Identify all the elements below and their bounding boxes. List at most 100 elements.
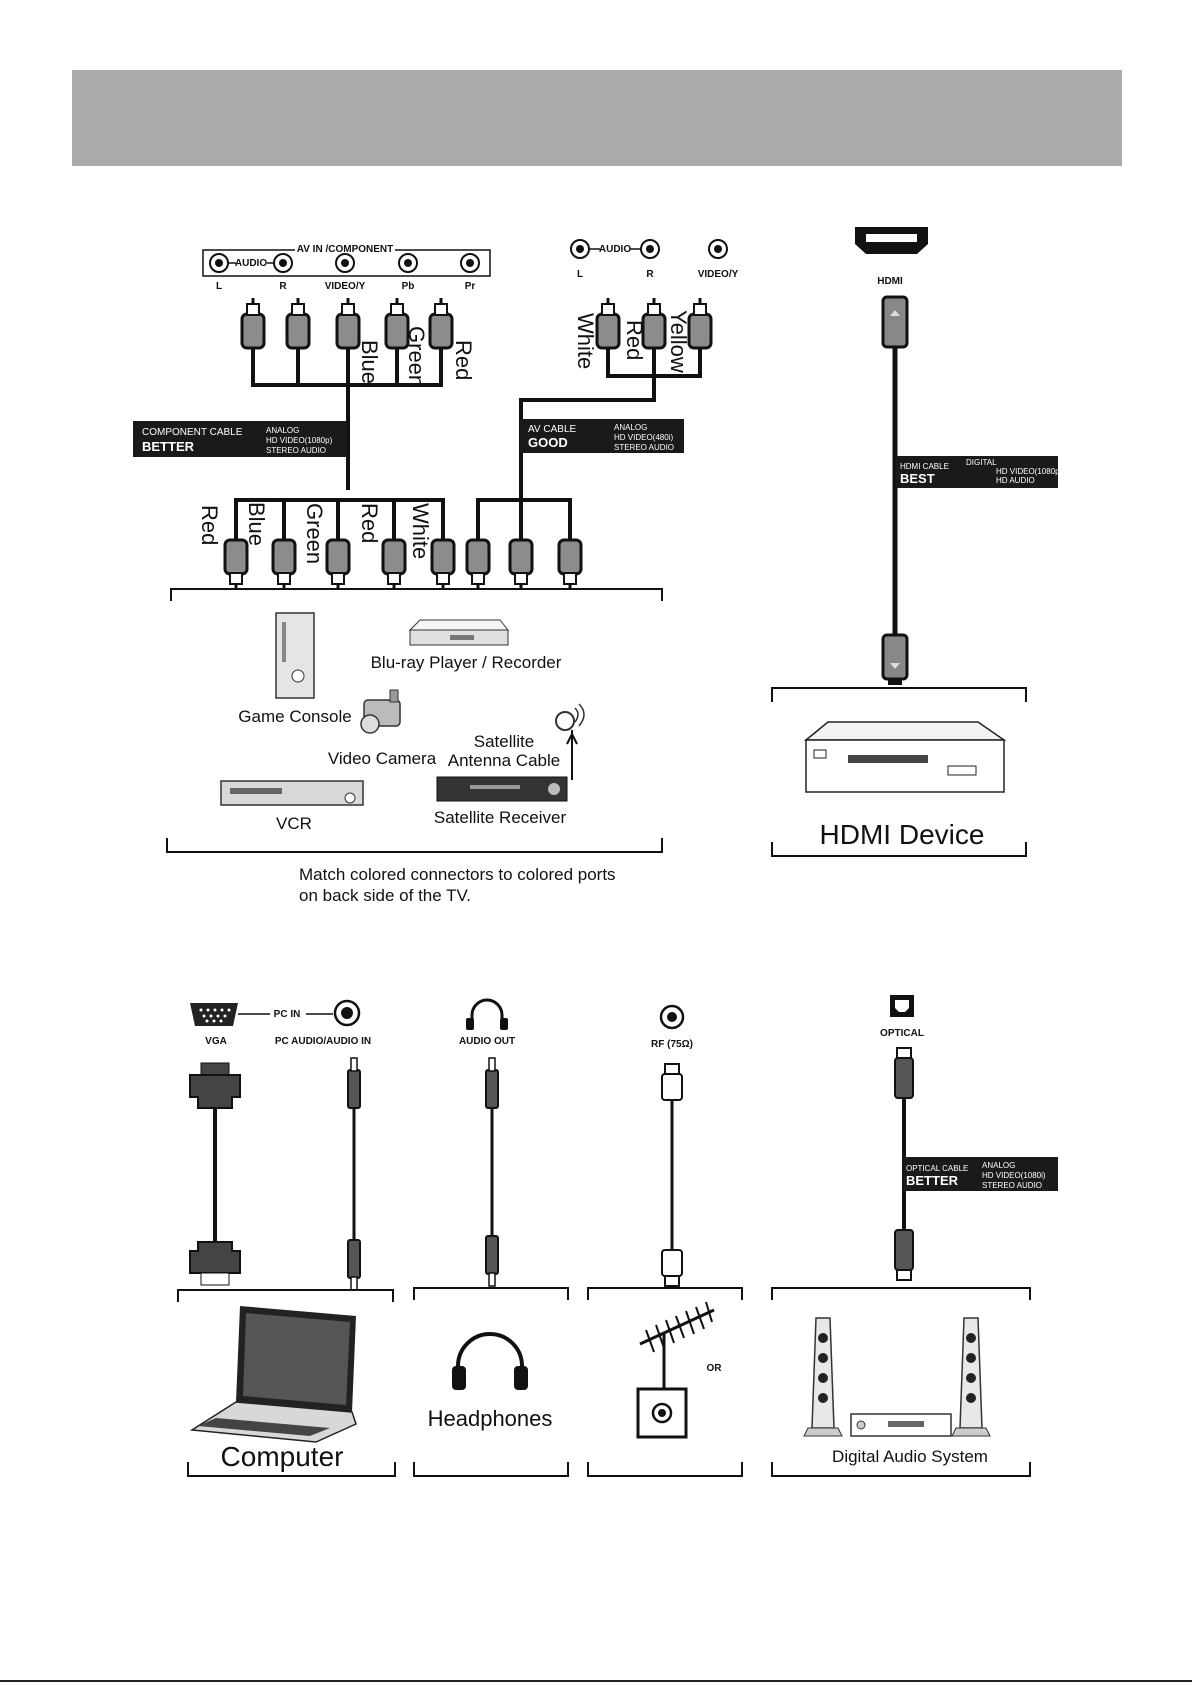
plug-label-yellow: Yellow <box>666 310 691 373</box>
audio-receiver-icon <box>850 1413 952 1437</box>
hdmi-device-icon <box>803 721 1007 793</box>
component-cable-lower-plugs: Red Blue Green Red White <box>197 498 583 592</box>
component-cable-spec-3: STEREO AUDIO <box>266 446 326 455</box>
audio-out-cable <box>485 1057 499 1287</box>
av-cable-name: AV CABLE <box>528 424 576 435</box>
port-label-r: R <box>279 281 287 292</box>
satellite-label: Satellite <box>474 732 534 751</box>
av-cable-spec-2: HD VIDEO(480i) <box>614 433 673 442</box>
rf-label: RF (75Ω) <box>651 1039 693 1050</box>
optical-cable-spec-3: STEREO AUDIO <box>982 1181 1042 1190</box>
vga-label: VGA <box>205 1036 227 1047</box>
av-port-label-r: R <box>646 269 654 280</box>
av-port-label-video-y: VIDEO/Y <box>698 269 739 280</box>
page-bottom-rule <box>0 1680 1192 1682</box>
av-devices-group: Game Console Blu-ray Player / Recorder V… <box>166 588 663 853</box>
component-cable-upper-plugs: Blue Green Red <box>240 296 476 490</box>
satellite-receiver-label: Satellite Receiver <box>434 808 567 827</box>
hdmi-cable-label: HDMI CABLE BEST DIGITAL HD VIDEO(1080p) … <box>896 456 1063 488</box>
av-cable-spec-1: ANALOG <box>614 423 647 432</box>
wall-outlet-icon <box>636 1387 688 1439</box>
satellite-dish-icon <box>555 703 585 780</box>
optical-cable-spec-2: HD VIDEO(1080i) <box>982 1171 1046 1180</box>
plug-label-red: Red <box>451 340 476 380</box>
hdmi-device-group: HDMI Device <box>771 687 1027 857</box>
port-label-l: L <box>216 281 222 292</box>
hdmi-cable-quality: BEST <box>900 471 935 486</box>
vga-cable <box>189 1062 241 1286</box>
or-label: OR <box>707 1363 723 1374</box>
component-cable-name: COMPONENT CABLE <box>142 427 243 438</box>
av-cable-upper-plugs: White Red Yellow <box>519 296 713 560</box>
hdmi-cable-spec-2: HD VIDEO(1080p) <box>996 467 1063 476</box>
optical-cable-name: OPTICAL CABLE <box>906 1164 968 1173</box>
pc-in-ports: PC IN VGA PC AUDIO/AUDIO IN <box>190 999 371 1047</box>
av-audio-label: AUDIO <box>599 244 631 255</box>
rf-source-group: OR <box>587 1287 743 1477</box>
video-camera-icon <box>360 689 401 734</box>
lower-label-green: Green <box>302 503 327 564</box>
optical-cable <box>894 1047 914 1281</box>
lower-label-white: White <box>408 503 433 559</box>
lower-label-red: Red <box>197 505 222 545</box>
speaker-right-icon <box>951 1317 991 1437</box>
vcr-label: VCR <box>276 814 312 833</box>
component-cable-label: COMPONENT CABLE BETTER ANALOG HD VIDEO(1… <box>133 421 347 457</box>
video-camera-label: Video Camera <box>328 749 437 768</box>
plug-label-white: White <box>573 313 598 369</box>
match-note-line-1: Match colored connectors to colored port… <box>299 865 616 884</box>
headphones-label: Headphones <box>428 1406 553 1431</box>
plug-label-red-av: Red <box>622 320 647 360</box>
digital-audio-label: Digital Audio System <box>832 1447 988 1466</box>
av-cable-quality: GOOD <box>528 435 568 450</box>
satellite-receiver-icon <box>436 760 573 802</box>
optical-cable-label: OPTICAL CABLE BETTER ANALOG HD VIDEO(108… <box>903 1157 1058 1191</box>
bluray-player-icon <box>408 619 510 646</box>
laptop-icon <box>189 1306 357 1443</box>
audio-out-label: AUDIO OUT <box>459 1036 515 1047</box>
header-band <box>72 70 1122 166</box>
av-cable-spec-3: STEREO AUDIO <box>614 443 674 452</box>
vcr-icon <box>220 780 364 806</box>
port-label-video-y: VIDEO/Y <box>325 281 366 292</box>
optical-port: OPTICAL <box>880 995 924 1039</box>
rf-port: RF (75Ω) <box>651 1004 693 1050</box>
antenna-icon <box>639 1301 715 1388</box>
component-cable-spec-2: HD VIDEO(1080p) <box>266 436 333 445</box>
computer-group: Computer <box>177 1289 396 1477</box>
hdmi-device-label: HDMI Device <box>820 819 985 850</box>
component-cable-spec-1: ANALOG <box>266 426 299 435</box>
optical-cable-quality: BETTER <box>906 1173 959 1188</box>
component-cable-quality: BETTER <box>142 439 195 454</box>
optical-cable-spec-1: ANALOG <box>982 1161 1015 1170</box>
audio-label: AUDIO <box>235 258 267 269</box>
digital-audio-group: Digital Audio System <box>771 1287 1031 1477</box>
headphones-icon <box>452 1332 528 1390</box>
av-cable-label: AV CABLE GOOD ANALOG HD VIDEO(480i) STER… <box>520 419 684 453</box>
hdmi-port-label: HDMI <box>877 276 903 287</box>
hdmi-cable-spec-1: DIGITAL <box>966 458 997 467</box>
match-note-line-2: on back side of the TV. <box>299 886 471 905</box>
pc-audio-cable <box>347 1057 361 1291</box>
plug-label-green: Green <box>404 326 429 387</box>
speaker-left-icon <box>803 1317 843 1437</box>
pc-in-label: PC IN <box>274 1009 301 1020</box>
hdmi-cable-spec-3: HD AUDIO <box>996 476 1035 485</box>
game-console-icon <box>275 612 315 699</box>
headphones-group: Headphones <box>413 1287 569 1477</box>
port-label-pr: Pr <box>465 281 476 292</box>
port-label-pb: Pb <box>402 281 415 292</box>
av-port-label-l: L <box>577 269 583 280</box>
optical-label: OPTICAL <box>880 1028 924 1039</box>
plug-label-blue: Blue <box>357 340 382 384</box>
computer-label: Computer <box>221 1441 344 1472</box>
av-port-panel: AUDIO L R VIDEO/Y <box>570 239 739 280</box>
component-port-panel: AV IN /COMPONENT AUDIO L R VIDEO/Y Pb Pr <box>202 243 491 292</box>
antenna-cable-label: Antenna Cable <box>448 751 560 770</box>
hdmi-cable-name: HDMI CABLE <box>900 462 949 471</box>
lower-label-blue: Blue <box>244 502 269 546</box>
hdmi-group: HDMI <box>855 227 928 685</box>
av-component-label: AV IN /COMPONENT <box>297 244 393 255</box>
audio-out-port: AUDIO OUT <box>459 998 515 1047</box>
